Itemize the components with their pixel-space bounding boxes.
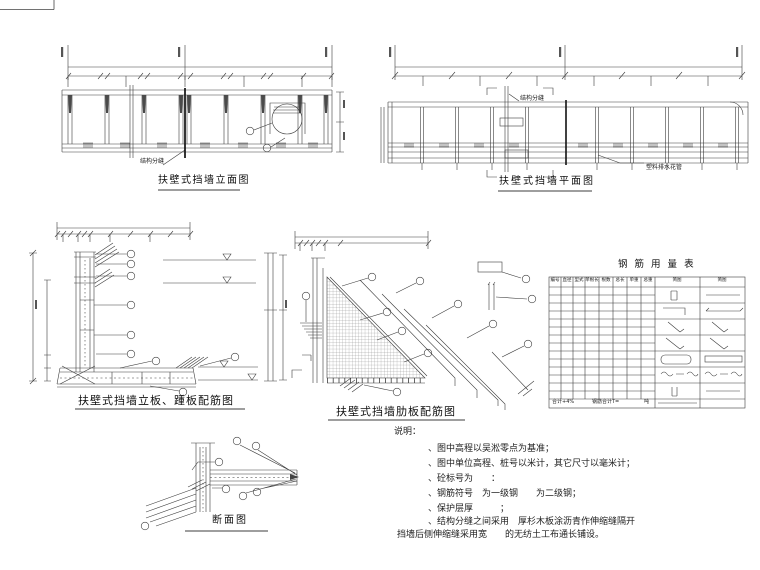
section-view-linework xyxy=(140,436,299,532)
table-header-col0: 编号 xyxy=(550,278,560,283)
notes-heading: 说明： xyxy=(394,427,422,437)
notes-line-1: 、图中高程以吴淞零点为基准； xyxy=(428,444,555,454)
notes-line-7: 挡墙后侧伸缩缝采用宽 的无纺土工布通长铺设。 xyxy=(397,530,605,540)
table-header-shape-b: 简图 xyxy=(717,278,727,283)
notes-line-2: 、图中单位高程、桩号以米计，其它尺寸以毫米计； xyxy=(428,459,636,469)
notes-line-3: 、砼标号为 ： xyxy=(428,474,501,484)
table-header-col6: 单重 xyxy=(629,278,639,283)
table-header-col1: 直径 xyxy=(562,278,572,283)
stem-heel-reinforcement-linework xyxy=(29,222,277,410)
table-header-col4: 根数 xyxy=(601,278,611,283)
table-header-col3: 单根长 xyxy=(585,278,599,283)
table-header-col5: 总长 xyxy=(615,278,625,283)
plan-title: 扶壁式挡墙平面图 xyxy=(499,176,595,187)
elevation-joint-label: 结构分缝 xyxy=(140,158,165,165)
plan-joint-label: 结构分缝 xyxy=(520,95,545,102)
notes-line-5: 、保护层厚 ； xyxy=(428,504,510,514)
section-title: 断面图 xyxy=(212,515,248,526)
table-footer-total: 钢筋合计T= xyxy=(592,399,620,405)
rib-reinforcement-linework xyxy=(279,231,537,421)
sheet-corner-mark xyxy=(0,0,55,10)
notes-line-4: 、钢筋符号 为一级钢 为二级钢； xyxy=(428,489,582,499)
stem-heel-title: 扶壁式挡墙立板、踵板配筋图 xyxy=(78,394,234,407)
table-header-shape-a: 简图 xyxy=(672,278,682,283)
table-footer-concrete: 合计+4% xyxy=(552,399,575,405)
rebar-table-title: 钢 筋 用 量 表 xyxy=(618,259,696,270)
rebar-table-grid xyxy=(548,276,746,409)
table-footer-unit: 吨 xyxy=(644,399,650,405)
plan-drain-pipe-label: 塑料排水花管 xyxy=(646,164,683,171)
elevation-title: 扶壁式挡墙立面图 xyxy=(158,175,250,186)
rib-title: 扶壁式挡墙肋板配筋图 xyxy=(336,405,456,418)
table-header-col7: 总重 xyxy=(643,278,653,283)
table-header-col2: 型式 xyxy=(574,278,584,283)
plan-view-linework xyxy=(380,45,749,192)
notes-line-6: 、结构分缝之间采用 厚杉木板涂沥青作伸缩缝隔开 xyxy=(428,517,636,527)
elevation-view-linework xyxy=(61,45,345,191)
